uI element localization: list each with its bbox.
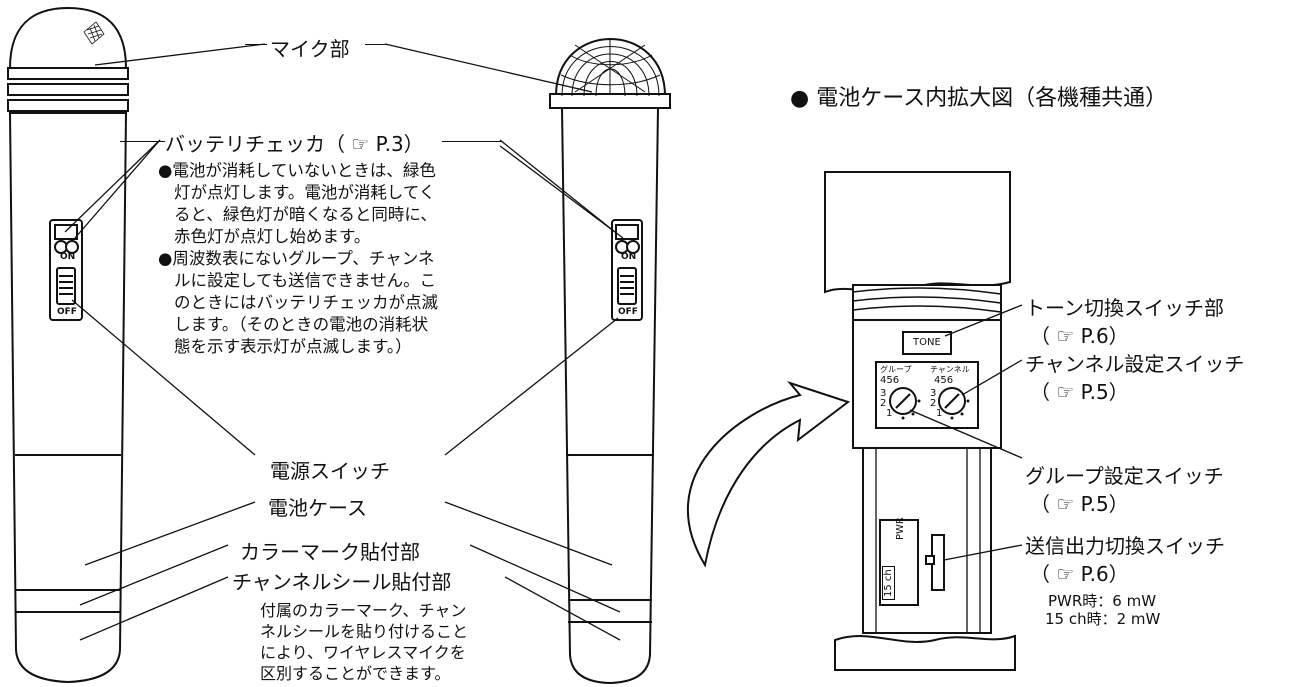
battery-case-enlarged	[824, 171, 1016, 671]
channel-dial-label: チャンネル	[930, 365, 970, 374]
channel-dial-digits: 456	[934, 375, 954, 386]
tone-switch-ref: （ ☞ P.6）	[1030, 324, 1129, 348]
pwr-text: PWR	[895, 517, 906, 540]
zoom-arrow	[686, 380, 851, 568]
note-line: します。（そのときの電池の消耗状	[174, 315, 429, 334]
battery-checker-leader-left	[120, 141, 165, 142]
note-line: 赤色灯が点灯し始めます。	[174, 227, 371, 246]
note-line: 灯が点灯します。電池が消耗してく	[174, 183, 436, 202]
output-switch-ref: （ ☞ P.6）	[1030, 562, 1129, 586]
tone-switch-label: トーン切換スイッチ部	[1025, 296, 1224, 320]
battery-checker-ref: P.3）	[375, 132, 424, 156]
battery-checker-text: バッテリチェッカ（	[165, 132, 345, 156]
right-mic-indicator-window	[615, 224, 639, 240]
right-mic-body	[560, 107, 660, 685]
channel-switch-label: チャンネル設定スイッチ	[1025, 352, 1245, 376]
enlarged-bottom-body	[834, 634, 1016, 671]
left-mic-body	[8, 112, 128, 684]
mic-leader-right	[365, 44, 387, 45]
channel-switch-ref: （ ☞ P.5）	[1030, 380, 1129, 404]
enlarged-thread-ridges	[852, 287, 1002, 313]
group-dial-digits: 456	[880, 375, 900, 386]
leader-lines	[64, 43, 624, 641]
left-mic-led-red	[65, 240, 79, 254]
left-microphone	[7, 6, 129, 684]
note-line: ●電池が消耗していないときは、緑色	[158, 161, 436, 180]
group-dial-digit-1: 1	[886, 408, 893, 419]
group-switch-label: グループ設定スイッチ	[1025, 464, 1224, 488]
right-microphone	[549, 38, 671, 685]
right-on-text: ON	[621, 252, 637, 262]
output-switch-label: 送信出力切換スイッチ	[1025, 534, 1225, 558]
group-dial-digit-2: 2	[880, 398, 887, 409]
pwr-spec: PWR時：6 mW	[1048, 592, 1157, 610]
note-line: ネルシールを貼り付けること	[260, 622, 469, 641]
left-on-text: ON	[60, 252, 76, 262]
pwr-switch-knob	[925, 555, 935, 565]
battery-checker-leader	[442, 141, 502, 142]
tone-button	[902, 331, 952, 355]
left-off-text: OFF	[57, 307, 77, 317]
left-mic-ring-1	[7, 67, 129, 80]
channel-dial-digit-2: 2	[930, 398, 937, 409]
enlarged-top-body	[824, 171, 1011, 294]
note-line: ●周波数表にないグループ、チャンネ	[158, 249, 435, 268]
left-mic-ring-2	[7, 83, 129, 96]
reference-icon: ☞	[345, 132, 376, 156]
note-line: 区別することができます。	[260, 664, 451, 683]
mic-part-label: マイク部	[270, 37, 350, 61]
right-mic-grille-ring	[549, 93, 671, 109]
channel-seal-label: チャンネルシール貼付部	[232, 570, 452, 594]
note-line: ると、緑色灯が暗くなると同時に、	[174, 205, 437, 224]
enlarged-view-title: ● 電池ケース内拡大図（各機種共通）	[790, 86, 1168, 111]
ch15-spec: 15 ch時：2 mW	[1045, 610, 1161, 628]
power-switch-label: 電源スイッチ	[270, 459, 390, 483]
left-mic-indicator-window	[54, 224, 78, 240]
left-mic-logo-mesh	[83, 21, 105, 45]
pwr-switch-panel	[879, 519, 919, 606]
group-dial-digit-3: 3	[880, 388, 887, 399]
battery-checker-label: バッテリチェッカ（ ☞ P.3）	[165, 128, 424, 157]
battery-case-label: 電池ケース	[268, 496, 367, 520]
tone-text: TONE	[913, 337, 941, 348]
mic-leader-left	[245, 44, 267, 45]
ch15-text: 15 ch	[882, 566, 895, 600]
dial-marks	[895, 393, 960, 409]
left-mic-power-slider	[56, 267, 76, 305]
color-mark-label: カラーマーク貼付部	[240, 540, 420, 564]
enlarged-leader-lines	[909, 304, 1023, 561]
note-line: のときにはバッテリチェッカが点滅	[174, 293, 438, 312]
seal-note: 付属のカラーマーク、チャン ネルシールを貼り付けること により、ワイヤレスマイク…	[260, 600, 468, 684]
right-off-text: OFF	[618, 307, 638, 317]
dial-dots	[901, 399, 970, 420]
note-line: 態を示す表示灯が点滅します。）	[174, 337, 412, 356]
note-line: ルに設定しても送信できません。こ	[174, 271, 437, 290]
right-mic-led-red	[626, 240, 640, 254]
battery-checker-note: ●電池が消耗していないときは、緑色 灯が点灯します。電池が消耗してく ると、緑色…	[158, 160, 458, 358]
channel-dial-digit-3: 3	[930, 388, 937, 399]
left-mic-ring-3	[7, 99, 129, 112]
right-mic-power-slider	[617, 267, 637, 305]
note-line: 付属のカラーマーク、チャン	[260, 601, 467, 620]
channel-dial-digit-1: 1	[936, 408, 943, 419]
right-mic-grille-pattern	[560, 38, 661, 97]
group-switch-ref: （ ☞ P.5）	[1030, 492, 1129, 516]
note-line: により、ワイヤレスマイクを	[260, 643, 466, 662]
group-dial-label: グループ	[880, 365, 912, 374]
left-mic-head	[8, 6, 128, 69]
enlarged-lower-ribs	[875, 448, 981, 633]
